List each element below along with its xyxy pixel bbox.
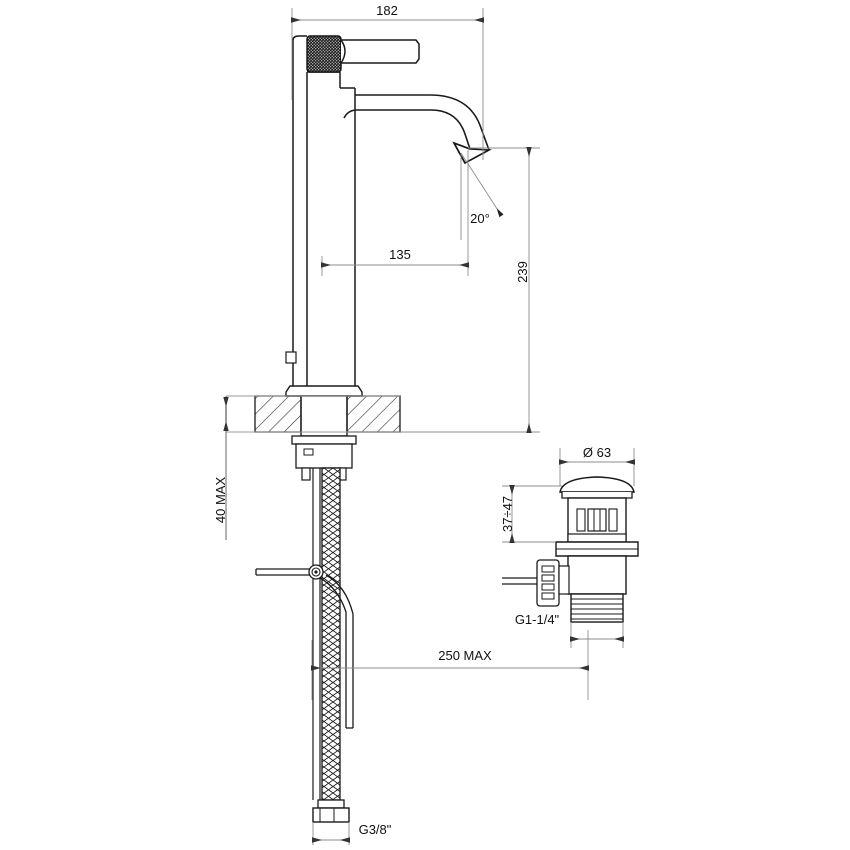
column-side-tab <box>285 351 297 364</box>
dim-waste-thread <box>570 622 624 648</box>
dim-label-waste-cap-diameter: Ø 63 <box>583 445 611 460</box>
dim-spout-reach <box>321 150 469 276</box>
waste-threaded-tail <box>570 593 624 623</box>
popup-waste-assembly <box>502 476 639 623</box>
dim-spout-height <box>400 147 540 433</box>
waste-cap <box>559 476 635 499</box>
mounting-shank <box>300 395 348 437</box>
dim-overall-width <box>291 8 484 160</box>
waste-body <box>567 555 627 595</box>
popup-rod-linkage <box>255 564 354 729</box>
flexible-supply-hose <box>312 467 350 823</box>
waste-balljoint-nut <box>502 559 570 607</box>
dim-supply-thread <box>312 822 350 845</box>
countertop-section <box>226 395 401 433</box>
dim-label-waste-adjust-range: 37÷47 <box>500 496 515 532</box>
dim-label-supply-thread: G3/8" <box>359 822 392 837</box>
faucet-column <box>292 71 356 386</box>
dim-label-waste-thread: G1-1/4" <box>515 612 560 627</box>
handle-knurled-cap <box>292 35 342 73</box>
dim-waste-adjust-range <box>502 485 562 543</box>
faucet-assembly <box>285 35 492 481</box>
dim-label-spout-height: 239 <box>515 261 530 283</box>
hose-end-fitting <box>312 799 350 823</box>
dim-label-supply-hose-length: 250 MAX <box>438 648 492 663</box>
dimension-lines <box>223 8 635 845</box>
dim-label-overall-width: 182 <box>376 3 398 18</box>
dim-label-spout-reach: 135 <box>389 247 411 262</box>
dim-waste-cap-diameter <box>559 448 635 486</box>
dim-label-counter-thickness: 40 MAX <box>213 477 228 524</box>
waste-valve-barrel <box>567 497 627 543</box>
dim-label-spout-angle: 20° <box>470 211 490 226</box>
dimension-labels: 182 135 20° 239 40 MAX 250 MAX Ø 63 37÷4… <box>213 3 611 837</box>
dim-spout-angle <box>460 152 504 240</box>
fixing-nut-bracket <box>291 435 357 481</box>
lever-handle <box>340 39 420 64</box>
spout <box>343 94 492 165</box>
waste-body-flange <box>555 541 639 557</box>
base-flange <box>285 385 363 397</box>
